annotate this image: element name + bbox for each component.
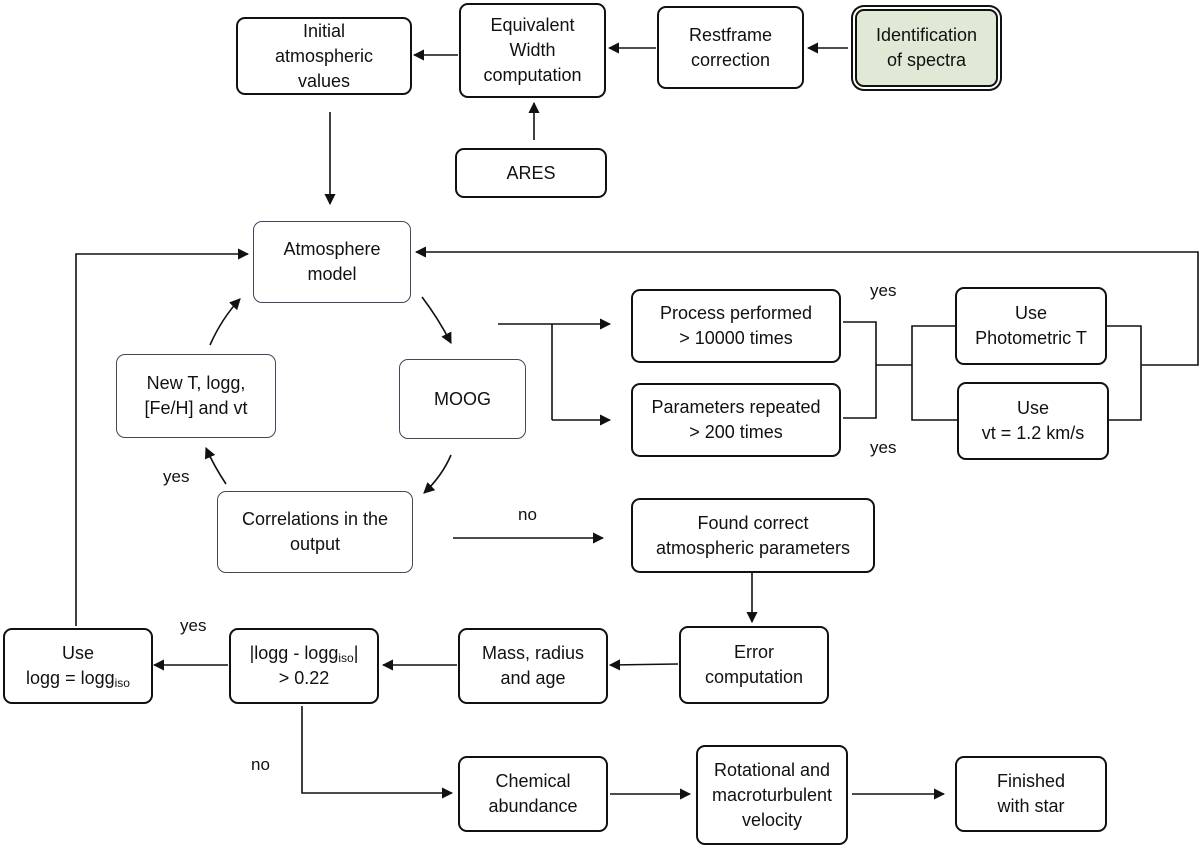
identification-line-2: of spectra	[886, 50, 967, 70]
atm-model-line-1: Atmosphere	[283, 239, 381, 259]
arrow-feedback-to-atmmodel	[414, 246, 1199, 366]
initial-atm-line-1: Initial	[302, 20, 346, 41]
moog-box: MOOG	[399, 359, 526, 439]
eq-width-line-1: Equivalent	[490, 15, 575, 35]
ares-box: ARES	[455, 148, 607, 198]
logg-check-box: |logg - loggiso| > 0.22	[229, 628, 379, 704]
line-process10000-merge	[843, 321, 877, 365]
arrow-uselogg-to-atmmodel	[75, 248, 250, 626]
label-yes-correlations: yes	[163, 467, 190, 486]
correlations-line-2: output	[289, 534, 341, 554]
identification-of-spectra-box: Identification of spectra	[855, 9, 998, 87]
label-no-logg: no	[251, 755, 270, 774]
moog-label: MOOG	[434, 388, 491, 409]
rotational-line-2: macroturbulent	[711, 784, 833, 805]
rotational-velocity-box: Rotational and macroturbulent velocity	[696, 745, 848, 845]
label-yes-params: yes	[870, 438, 897, 457]
atmosphere-model-box: Atmosphere model	[253, 221, 411, 303]
arrow-correlations-to-newparams	[204, 446, 227, 485]
finished-line-1: Finished	[996, 771, 1066, 791]
ares-label: ARES	[506, 162, 556, 183]
correlations-box: Correlations in the output	[217, 491, 413, 573]
process-line-1: Process performed	[659, 303, 813, 323]
label-yes-process: yes	[870, 281, 897, 300]
use-logg-line-1: Use	[61, 643, 94, 663]
logg-check-line-2: > 0.22	[278, 668, 330, 688]
found-correct-line-2: atmospheric parameters	[655, 537, 851, 558]
mass-line-2: and age	[500, 668, 566, 688]
logg-check-line-1-post: |	[353, 643, 359, 663]
process-line-2: > 10000 times	[679, 328, 793, 348]
params-line-1: Parameters repeated	[651, 397, 821, 417]
label-yes-logg: yes	[180, 616, 207, 635]
parameters-repeated-box: Parameters repeated > 200 times	[631, 383, 841, 457]
chemical-line-2: abundance	[488, 796, 578, 816]
correlations-line-1: Correlations in the	[241, 509, 389, 529]
atm-model-line-2: model	[307, 264, 357, 284]
arrow-newparams-to-atmmodel	[209, 298, 241, 346]
arrow-atmmodel-to-moog	[421, 296, 452, 344]
label-no-correlations: no	[518, 505, 537, 524]
params-line-2: > 200 times	[689, 422, 783, 442]
new-params-line-2: [Fe/H] and vt	[144, 398, 248, 418]
new-params-line-1: New T, logg,	[146, 373, 246, 393]
use-logg-iso-box: Use logg = loggiso	[3, 628, 153, 704]
arrow-logg-no-to-chemical	[301, 706, 454, 799]
initial-atm-line-2: atmospheric	[274, 45, 374, 66]
error-line-1: Error	[734, 642, 774, 662]
rotational-line-1: Rotational and	[713, 759, 831, 780]
equivalent-width-box: Equivalent Width computation	[459, 3, 606, 98]
finished-with-star-box: Finished with star	[955, 756, 1107, 832]
line-use-photometric-out	[1107, 325, 1142, 365]
mass-radius-age-box: Mass, radius and age	[458, 628, 608, 704]
logg-check-line-1: |logg - loggiso|	[250, 641, 359, 666]
use-photometric-line-2: Photometric T	[975, 328, 1087, 348]
arrow-moog-to-correlations	[423, 454, 452, 494]
restframe-line-1: Restframe	[688, 24, 773, 45]
error-line-2: computation	[704, 667, 804, 687]
use-logg-line-2-sub: iso	[114, 676, 130, 690]
initial-atmospheric-values-box: Initial atmospheric values	[236, 17, 412, 95]
new-params-box: New T, logg, [Fe/H] and vt	[116, 354, 276, 438]
found-correct-box: Found correct atmospheric parameters	[631, 498, 875, 573]
use-photometric-t-box: Use Photometric T	[955, 287, 1107, 365]
line-params200-merge	[843, 365, 877, 419]
finished-line-2: with star	[997, 796, 1065, 816]
process-performed-box: Process performed > 10000 times	[631, 289, 841, 363]
eq-width-line-2: Width	[509, 40, 556, 60]
use-logg-line-2-pre: logg = logg	[26, 668, 115, 688]
eq-width-line-3: computation	[483, 65, 582, 85]
restframe-line-2: correction	[690, 49, 771, 70]
use-logg-line-2: logg = loggiso	[26, 666, 130, 691]
line-to-use-photometric	[911, 325, 957, 365]
identification-line-1: Identification	[875, 25, 978, 45]
chemical-abundance-box: Chemical abundance	[458, 756, 608, 832]
line-to-use-vt	[911, 365, 957, 421]
found-correct-line-1: Found correct	[697, 512, 809, 533]
initial-atm-line-3: values	[297, 70, 351, 91]
use-vt-box: Use vt = 1.2 km/s	[957, 382, 1109, 460]
use-photometric-line-1: Use	[1014, 303, 1047, 323]
rotational-line-3: velocity	[741, 809, 803, 830]
logg-check-line-1-sub: iso	[338, 651, 354, 665]
logg-check-line-1-pre: |logg - logg	[249, 643, 339, 663]
error-computation-box: Error computation	[679, 626, 829, 704]
arrow-error-to-mass	[608, 659, 679, 671]
use-vt-line-2: vt = 1.2 km/s	[981, 423, 1085, 443]
chemical-line-1: Chemical	[495, 771, 571, 791]
mass-line-1: Mass, radius	[481, 643, 585, 663]
line-use-vt-out	[1109, 365, 1142, 421]
use-vt-line-1: Use	[1016, 398, 1049, 418]
restframe-correction-box: Restframe correction	[657, 6, 804, 89]
